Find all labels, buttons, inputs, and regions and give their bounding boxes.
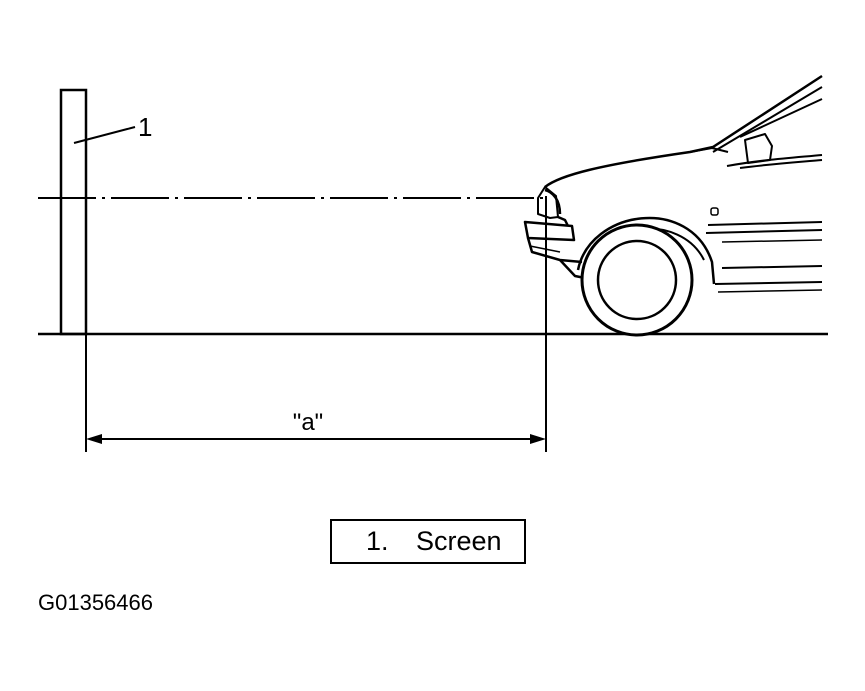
dimension-arrow-right [530, 434, 546, 444]
legend-item-number: 1. [366, 526, 389, 556]
dimension-arrow-left [86, 434, 102, 444]
figure-id: G01356466 [38, 590, 153, 615]
screen-post [59, 88, 88, 336]
front-wheel [580, 223, 694, 337]
callout-label: 1 [138, 112, 152, 142]
legend-item-label: Screen [416, 526, 502, 556]
distance-label: "a" [293, 409, 323, 436]
callout-leader-line [73, 126, 136, 144]
legend-box: 1. Screen [330, 519, 526, 564]
